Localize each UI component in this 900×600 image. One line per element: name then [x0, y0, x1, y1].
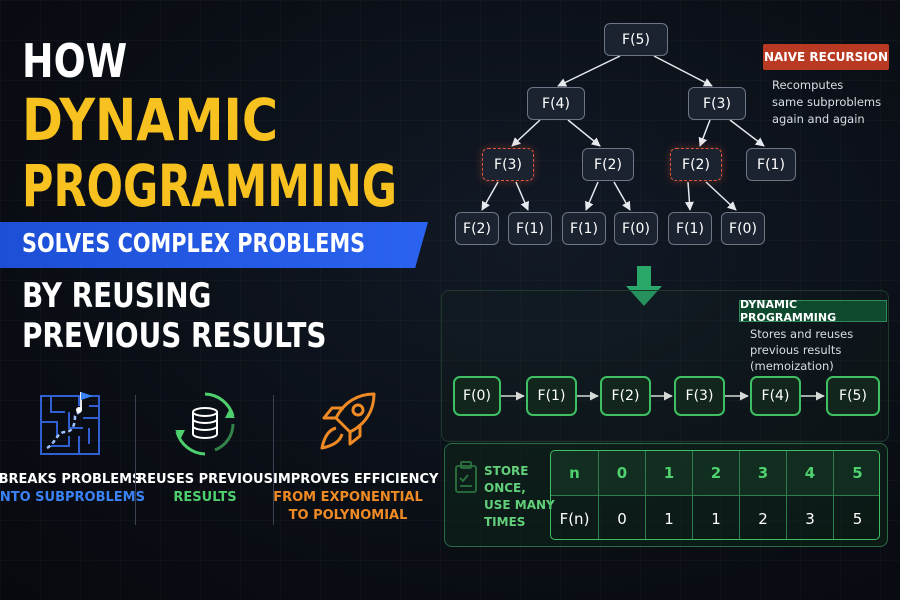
tree-node-f1: F(1) — [746, 148, 796, 181]
memo-label-line: USE MANY — [484, 498, 555, 512]
headline-programming: PROGRAMMING — [22, 152, 398, 220]
memo-header-cell: 2 — [693, 451, 740, 496]
tree-node-f0: F(0) — [721, 212, 765, 245]
feature-line: REUSES PREVIOUS — [137, 472, 273, 487]
naive-desc-line: again and again — [772, 112, 865, 126]
memo-header-cell: 4 — [787, 451, 834, 496]
memo-value-cell: 1 — [693, 496, 740, 539]
memo-header-cell: n — [551, 451, 599, 496]
dp-node-f4: F(4) — [750, 376, 801, 416]
dp-node-f2: F(2) — [600, 376, 651, 416]
headline-by-reusing: BY REUSING — [22, 276, 212, 316]
database-cycle-icon — [169, 388, 241, 464]
memo-header-cell: 1 — [646, 451, 693, 496]
headline-how: HOW — [22, 34, 128, 88]
memo-row-label: F(n) — [551, 496, 599, 539]
memo-value-cell: 0 — [599, 496, 646, 539]
tree-node-f1: F(1) — [668, 212, 712, 245]
tree-node-f1: F(1) — [562, 212, 606, 245]
dp-badge: DYNAMIC PROGRAMMING — [739, 298, 887, 324]
headline-banner-text: SOLVES COMPLEX PROBLEMS — [22, 229, 366, 259]
tree-node-f3-duplicate: F(3) — [482, 148, 534, 181]
feature-breaks-problems: BREAKS PROBLEMS INTO SUBPROBLEMS — [0, 388, 145, 538]
memo-value-cell: 1 — [646, 496, 693, 539]
tree-node-f1: F(1) — [508, 212, 552, 245]
maze-icon — [35, 388, 105, 464]
tree-node-f2: F(2) — [455, 212, 499, 245]
feature-divider — [135, 395, 136, 525]
feature-divider — [273, 395, 274, 525]
memo-header-cell: 5 — [834, 451, 879, 496]
feature-reuses-results: REUSES PREVIOUS RESULTS — [137, 388, 273, 538]
dp-node-f3: F(3) — [674, 376, 725, 416]
headline-previous-results: PREVIOUS RESULTS — [22, 316, 327, 356]
headline-dynamic: DYNAMIC — [22, 86, 279, 154]
tree-node-f2: F(2) — [582, 148, 634, 181]
tree-node-f3: F(3) — [688, 87, 746, 120]
rocket-icon — [312, 388, 384, 464]
dp-node-f5: F(5) — [826, 376, 880, 416]
tree-node-f4: F(4) — [527, 87, 585, 120]
feature-improves-efficiency: IMPROVES EFFICIENCY FROM EXPONENTIAL TO … — [273, 388, 438, 538]
memo-value-cell: 3 — [787, 496, 834, 539]
dp-desc-line: Stores and reuses — [750, 327, 854, 341]
memo-table: n 0 1 2 3 4 5 F(n) 0 1 1 2 3 5 — [550, 450, 880, 540]
memo-header-cell: 0 — [599, 451, 646, 496]
memo-label-line: ONCE, — [484, 481, 526, 495]
naive-desc-line: Recomputes — [772, 78, 844, 92]
memo-header-cell: 3 — [740, 451, 787, 496]
memo-label-line: TIMES — [484, 515, 526, 529]
dp-desc-line: (memoization) — [750, 359, 834, 373]
tree-node-f5: F(5) — [604, 23, 668, 56]
dp-desc-line: previous results — [750, 343, 842, 357]
feature-line: IMPROVES EFFICIENCY — [273, 472, 439, 487]
tree-node-f0: F(0) — [614, 212, 658, 245]
naive-recursion-badge: NAIVE RECURSION — [763, 44, 889, 70]
memo-label-line: STORE — [484, 464, 529, 478]
feature-line: TO POLYNOMIAL — [288, 508, 408, 523]
memo-value-cell: 5 — [852, 509, 863, 528]
memo-value-cell: 2 — [740, 496, 787, 539]
feature-line: BREAKS PROBLEMS — [0, 472, 142, 487]
headline-banner — [0, 222, 428, 268]
dp-node-f1: F(1) — [526, 376, 577, 416]
dp-node-f0: F(0) — [453, 376, 501, 416]
feature-line: RESULTS — [173, 490, 237, 505]
tree-node-f2-duplicate: F(2) — [670, 148, 722, 181]
naive-desc-line: same subproblems — [772, 95, 882, 109]
feature-line: INTO SUBPROBLEMS — [0, 490, 145, 505]
feature-line: FROM EXPONENTIAL — [273, 490, 423, 505]
